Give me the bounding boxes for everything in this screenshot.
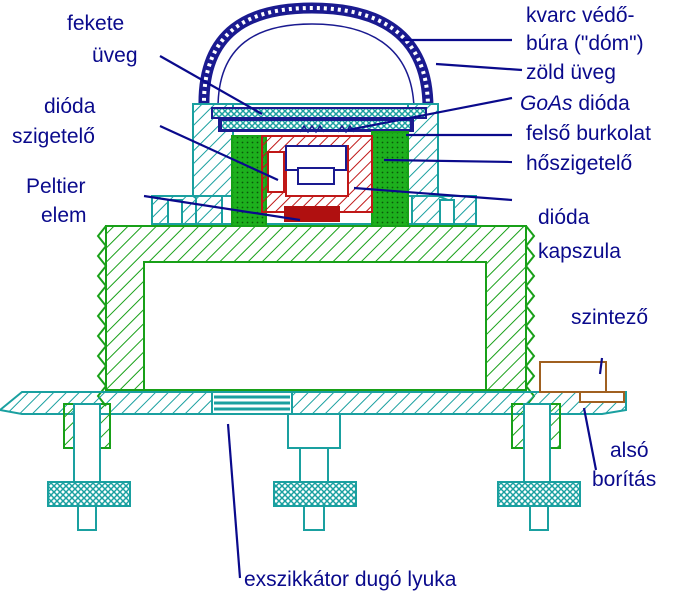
label-quartz-dome-line1: kvarc védő- (526, 4, 635, 27)
base-plate (0, 391, 627, 415)
label-green-glass: zöld üveg (526, 61, 616, 84)
label-thermal-insulator: hőszigetelő (526, 152, 632, 175)
spirit-level (539, 361, 625, 403)
label-peltier-line1: Peltier (26, 175, 86, 198)
leveling-feet (47, 403, 581, 531)
label-bottom-cover-line2: borítás (592, 468, 656, 491)
window-stack (211, 107, 427, 134)
leader-lines (143, 38, 604, 579)
label-black-glass-line1: fekete (67, 12, 124, 35)
label-goas-rest: dióda (573, 92, 631, 115)
label-upper-housing: felső burkolat (526, 122, 651, 145)
label-diode-capsule-line2: kapszula (538, 240, 621, 263)
label-diode-insulator-line1: dióda (44, 95, 96, 118)
label-peltier-line2: elem (41, 204, 87, 227)
label-black-glass-line2: üveg (92, 44, 138, 67)
label-goas-italic: GoAs (520, 92, 573, 115)
label-diode-capsule-line1: dióda (538, 206, 590, 229)
label-bottom-cover-line1: alsó (610, 439, 649, 462)
label-desiccator-plug-hole: exszikkátor dugó lyuka (244, 568, 457, 591)
main-body (96, 225, 536, 407)
labels: fekete üveg kvarc védő- búra ("dóm") zöl… (12, 4, 656, 591)
label-diode-insulator-line2: szigetelő (12, 125, 95, 148)
label-goas-diode: GoAs dióda (520, 92, 630, 115)
quartz-dome (198, 2, 434, 109)
label-spirit-level: szintező (571, 306, 648, 329)
diode-capsule (261, 135, 373, 222)
label-quartz-dome-line2: búra ("dóm") (526, 32, 644, 55)
